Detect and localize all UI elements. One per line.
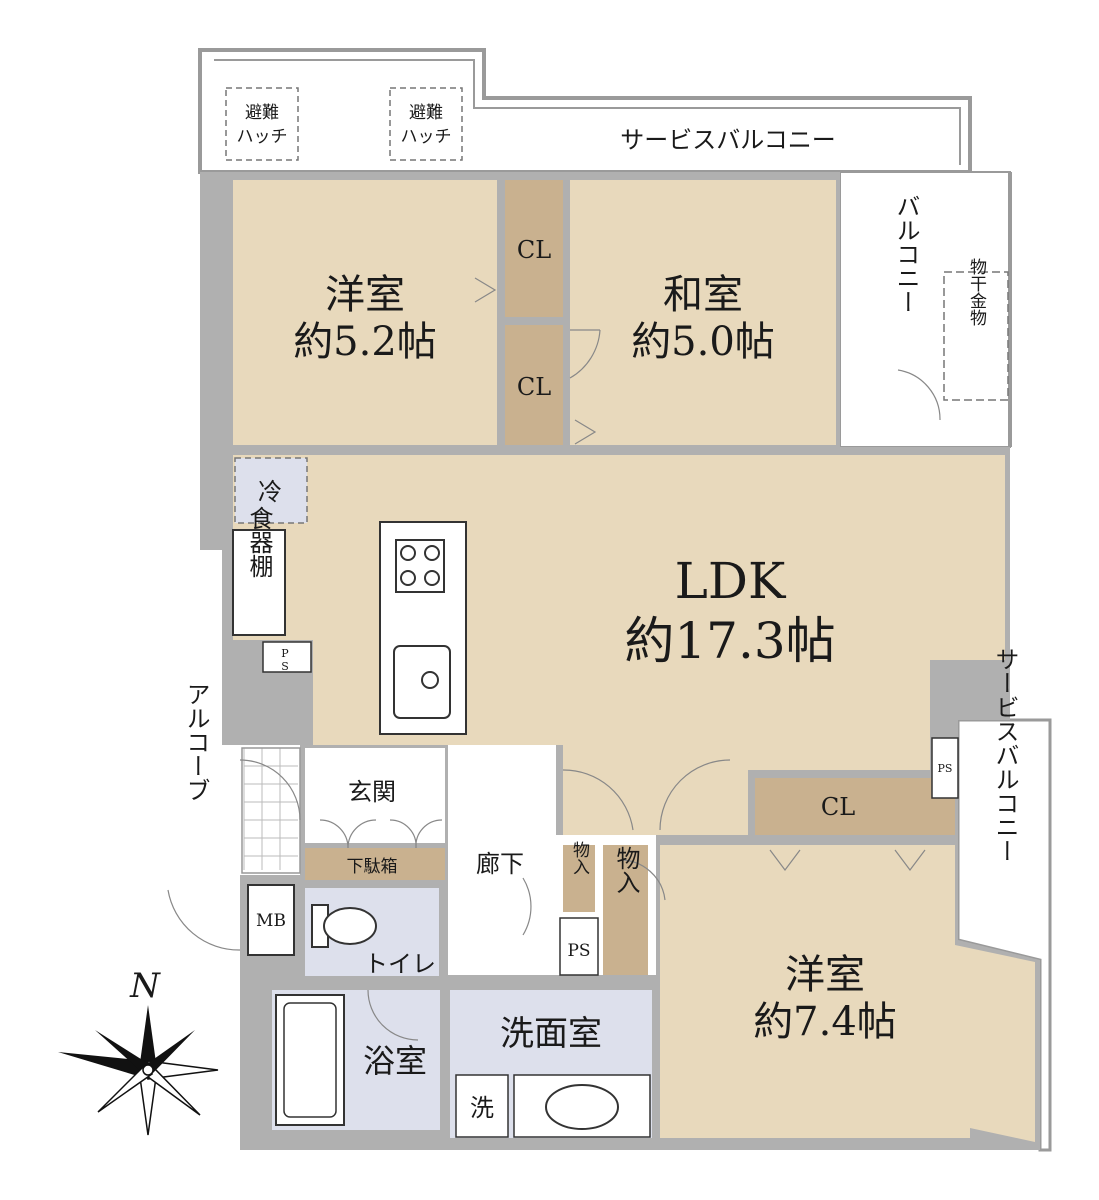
storage-small	[563, 845, 595, 912]
entrance-floor-tiles	[241, 747, 301, 874]
hatch-1-line1: 避難	[245, 103, 279, 123]
closet-2-label: CL	[517, 373, 551, 401]
drying-rod-label: 物干金物	[966, 258, 987, 326]
hatch-2-line2: ハッチ	[401, 127, 452, 147]
western-room-2-size: 約7.4帖	[753, 999, 897, 1045]
shoe-box	[305, 848, 445, 880]
closet-ldk-label: CL	[821, 793, 855, 821]
storage-large	[603, 845, 648, 975]
ps-small	[262, 641, 312, 673]
ldk-name: LDK	[675, 552, 787, 610]
washroom-label: 洗面室	[500, 1014, 602, 1054]
meter-box	[247, 884, 295, 956]
closet-ldk	[755, 778, 955, 835]
japanese-room	[570, 180, 836, 445]
ldk-size: 約17.3帖	[624, 612, 835, 670]
hatch-1-line2: ハッチ	[237, 127, 288, 147]
western-room-2-name: 洋室	[785, 952, 865, 998]
hallway	[448, 745, 556, 975]
washer-label: 洗	[470, 1094, 494, 1122]
closet-1-label: CL	[517, 236, 551, 264]
wash-basin	[545, 1084, 619, 1130]
service-balcony-top-label: サービスバルコニー	[620, 126, 836, 154]
shoe-box-label: 下駄箱	[347, 857, 398, 877]
north-label: N	[129, 966, 161, 1006]
toilet-label: トイレ	[364, 950, 436, 978]
service-balcony-side-label: サービスバルコニー	[991, 647, 1019, 863]
cupboard-label: 食器棚	[245, 506, 273, 578]
fridge-label: 冷	[258, 478, 282, 506]
balcony-left-wall-white	[846, 180, 942, 445]
balcony-mask	[484, 48, 974, 98]
ps-small-label-2: S	[281, 660, 289, 673]
bathtub	[275, 994, 345, 1126]
ps-small-label-1: P	[281, 647, 289, 660]
ps-ldk	[931, 737, 959, 799]
balcony-label: バルコニー	[892, 194, 920, 314]
western-room-1	[233, 180, 497, 445]
drying-rod	[943, 271, 1009, 401]
evacuation-hatch-2	[389, 87, 463, 161]
japanese-room-size: 約5.0帖	[631, 319, 775, 365]
ps-hall-label: PS	[567, 941, 590, 961]
washer-space	[455, 1074, 509, 1138]
evacuation-hatch-1	[225, 87, 299, 161]
storage-large-label: 物入	[612, 846, 640, 894]
alcove-label: アルコーブ	[182, 682, 210, 802]
hallway-label: 廊下	[476, 850, 524, 878]
closet-2	[505, 325, 563, 445]
mb-label: MB	[256, 911, 286, 931]
western-room-1-name: 洋室	[325, 272, 405, 318]
compass-icon: N	[58, 966, 219, 1136]
ps-ldk-label: PS	[938, 762, 953, 775]
fridge-space	[234, 457, 308, 524]
hatch-2-line1: 避難	[409, 103, 443, 123]
closet-1	[505, 180, 563, 317]
entrance-label: 玄関	[348, 778, 396, 806]
bath-label: 浴室	[363, 1042, 427, 1080]
western-room-1-size: 約5.2帖	[293, 319, 437, 365]
entrance	[305, 748, 445, 843]
toilet-bowl	[323, 907, 377, 945]
japanese-room-name: 和室	[663, 272, 743, 318]
western-room-2	[660, 845, 1035, 1142]
ps-hall	[559, 917, 599, 976]
cupboard	[232, 529, 286, 636]
storage-small-label: 物入	[569, 841, 590, 875]
